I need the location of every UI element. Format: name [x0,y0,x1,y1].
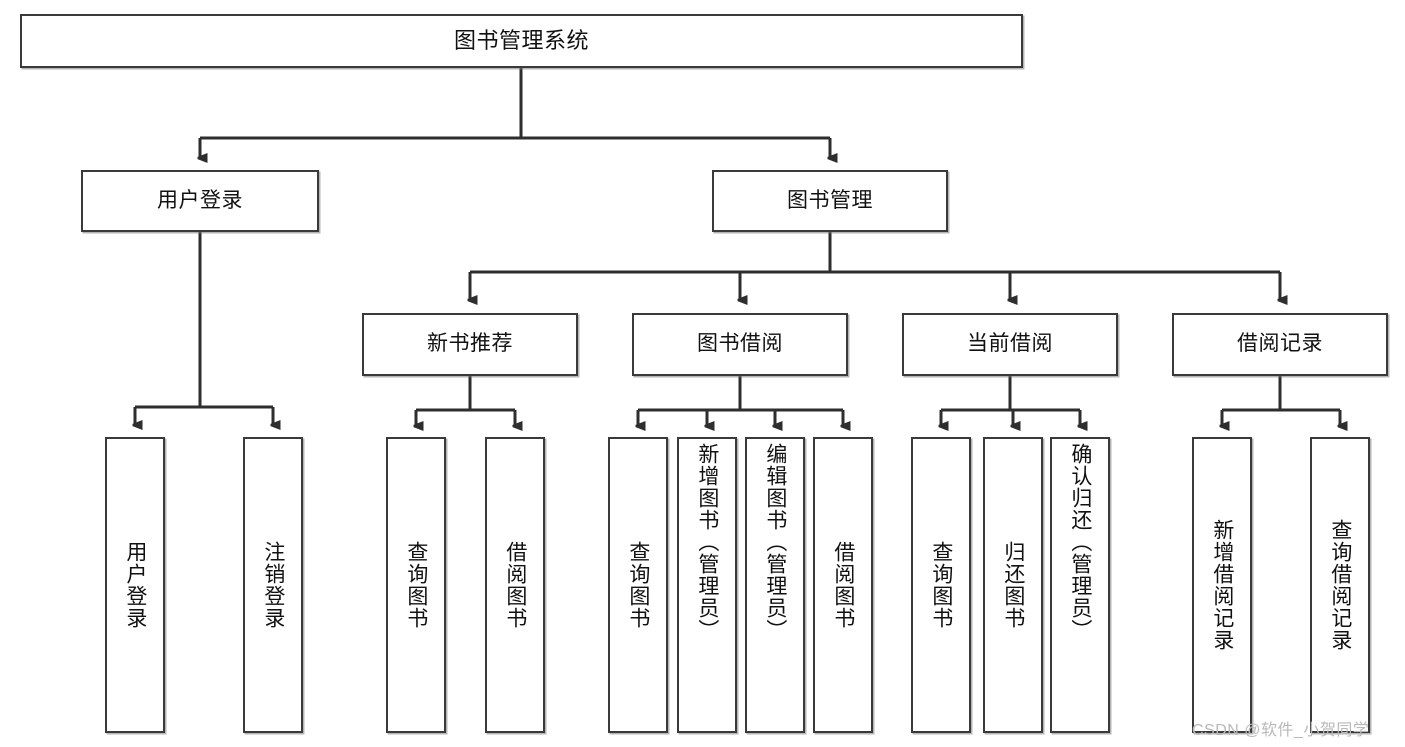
leaf-add-borrow-record[interactable]: 新增借阅记录 [1192,437,1252,733]
node-borrow-record-label: 借阅记录 [1237,332,1323,356]
leaf-user-login-label: 用户登录 [123,541,147,629]
node-book-manage[interactable]: 图书管理 [712,170,948,232]
node-book-borrow-label: 图书借阅 [697,332,783,356]
leaf-borrow-book-rec-label: 借阅图书 [503,541,527,629]
leaf-add-book-admin-label: 新增图书（管理员） [695,443,719,641]
leaf-query-book-borrow-label: 查询图书 [626,541,650,629]
watermark: CSDN @软件_小贺同学 [1192,722,1370,739]
node-book-borrow[interactable]: 图书借阅 [632,313,848,376]
leaf-query-borrow-record-label: 查询借阅记录 [1328,519,1352,651]
node-user-login-label: 用户登录 [157,188,243,212]
node-current-borrow-label: 当前借阅 [967,332,1053,356]
leaf-query-book-rec[interactable]: 查询图书 [386,437,446,733]
leaf-borrow-book[interactable]: 借阅图书 [813,437,873,733]
node-new-book-recommend-label: 新书推荐 [427,332,513,356]
leaf-query-book-cur[interactable]: 查询图书 [911,437,971,733]
leaf-add-book-admin[interactable]: 新增图书（管理员） [677,437,737,733]
node-root-label: 图书管理系统 [453,28,589,54]
leaf-return-book-label: 归还图书 [1001,541,1025,629]
node-book-manage-label: 图书管理 [787,188,873,212]
leaf-query-book-cur-label: 查询图书 [929,541,953,629]
leaf-confirm-return-admin[interactable]: 确认归还（管理员） [1050,437,1110,733]
leaf-borrow-book-label: 借阅图书 [831,541,855,629]
leaf-confirm-return-admin-label: 确认归还（管理员） [1068,443,1092,641]
leaf-add-borrow-record-label: 新增借阅记录 [1210,519,1234,651]
leaf-query-borrow-record[interactable]: 查询借阅记录 [1310,437,1370,733]
leaf-borrow-book-rec[interactable]: 借阅图书 [485,437,545,733]
leaf-query-book-borrow[interactable]: 查询图书 [608,437,668,733]
node-current-borrow[interactable]: 当前借阅 [902,313,1118,376]
node-user-login[interactable]: 用户登录 [81,170,319,232]
leaf-user-logout-label: 注销登录 [261,541,285,629]
leaf-return-book[interactable]: 归还图书 [983,437,1043,733]
leaf-query-book-rec-label: 查询图书 [404,541,428,629]
leaf-user-login[interactable]: 用户登录 [105,437,165,733]
leaf-edit-book-admin-label: 编辑图书（管理员） [763,443,787,641]
node-new-book-recommend[interactable]: 新书推荐 [362,313,578,376]
node-root[interactable]: 图书管理系统 [20,14,1023,68]
leaf-user-logout[interactable]: 注销登录 [243,437,303,733]
node-borrow-record[interactable]: 借阅记录 [1172,313,1388,376]
leaf-edit-book-admin[interactable]: 编辑图书（管理员） [745,437,805,733]
